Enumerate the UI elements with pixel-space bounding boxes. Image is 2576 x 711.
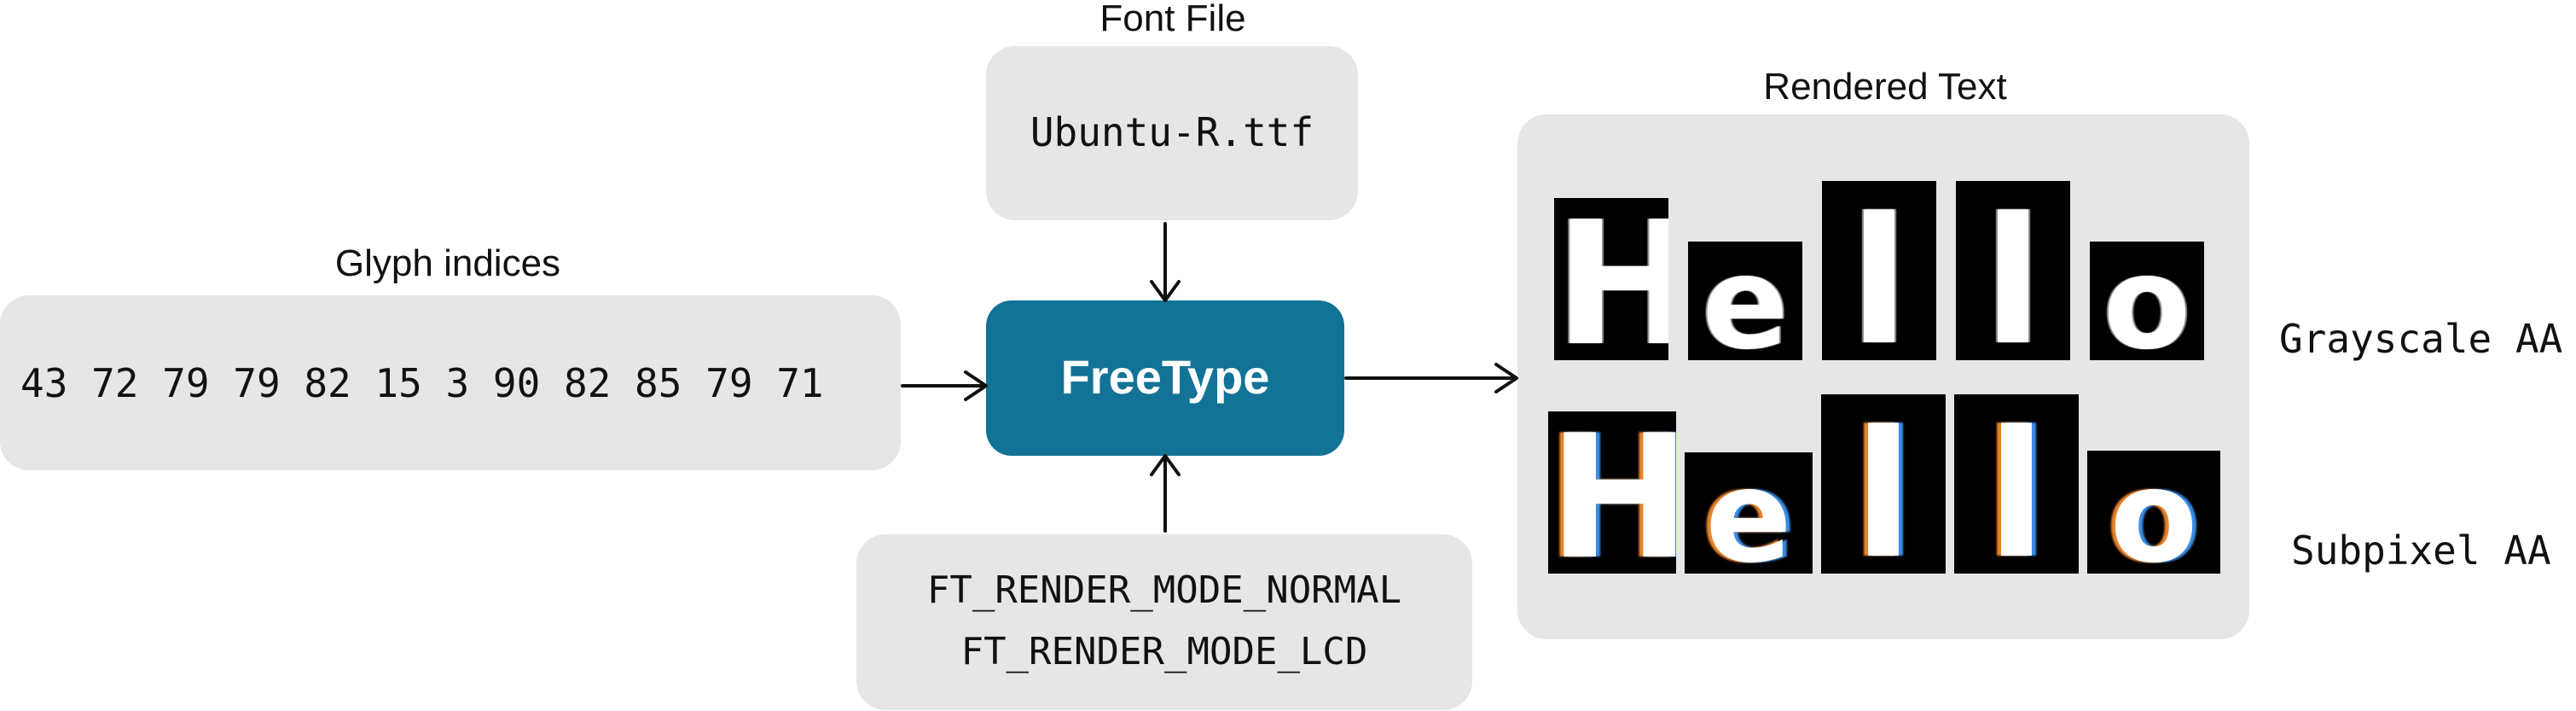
subpixel-glyph-e: e — [1685, 452, 1813, 574]
glyph-indices-values: 43 72 79 79 82 15 3 90 82 85 79 71 — [20, 360, 824, 406]
subpixel-glyph-l2: l — [1954, 394, 2079, 574]
grayscale-glyph-e: e — [1688, 242, 1802, 360]
font-file-box: Ubuntu-R.ttf — [986, 46, 1358, 220]
freetype-label: FreeType — [1060, 350, 1270, 404]
subpixel-glyph-H: H — [1548, 411, 1676, 574]
freetype-engine-box: FreeType — [986, 300, 1344, 456]
render-mode-normal: FT_RENDER_MODE_NORMAL — [926, 568, 1402, 612]
grayscale-glyph-o: o — [2090, 242, 2204, 360]
subpixel-glyph-o: o — [2087, 451, 2220, 574]
grayscale-glyph-H: H — [1554, 198, 1668, 360]
grayscale-glyph-l2: l — [1956, 181, 2070, 360]
render-mode-lcd: FT_RENDER_MODE_LCD — [960, 630, 1368, 673]
arrow-freetype-to-rendered — [1344, 363, 1518, 393]
arrow-indices-to-freetype — [901, 370, 988, 401]
rendered-text-title: Rendered Text — [1763, 66, 2007, 108]
arrow-modes-to-freetype — [1150, 454, 1181, 533]
subpixel-caption: Subpixel AA — [2291, 527, 2551, 574]
subpixel-glyph-l1: l — [1821, 394, 1946, 574]
font-filename: Ubuntu-R.ttf — [1030, 109, 1314, 155]
grayscale-glyph-l1: l — [1822, 181, 1936, 360]
glyph-indices-box: 43 72 79 79 82 15 3 90 82 85 79 71 — [0, 295, 901, 470]
arrow-font-to-freetype — [1150, 222, 1181, 302]
grayscale-caption: Grayscale AA — [2279, 316, 2563, 362]
font-file-title: Font File — [1099, 0, 1246, 39]
render-modes-box: FT_RENDER_MODE_NORMAL FT_RENDER_MODE_LCD — [856, 534, 1472, 710]
glyph-indices-title: Glyph indices — [334, 242, 561, 284]
